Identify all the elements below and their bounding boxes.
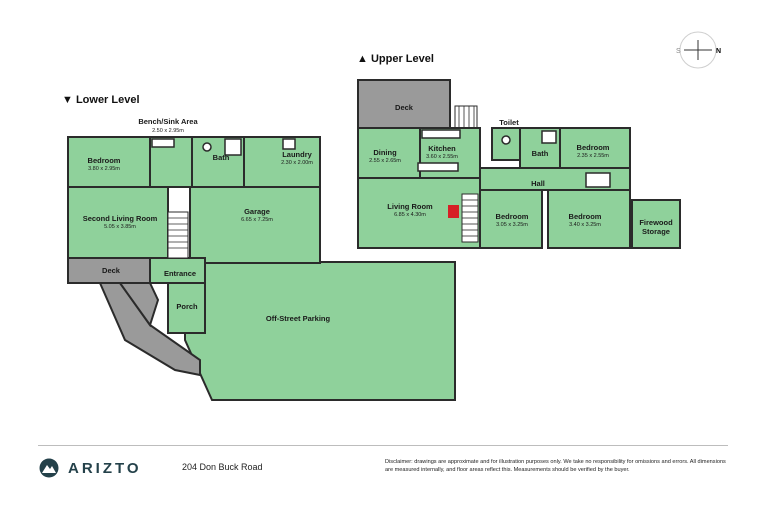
label-kitchen: Kitchen (428, 144, 456, 153)
firewood-storage (631, 199, 681, 249)
kitchen-island (417, 162, 459, 172)
bench-sink (151, 138, 175, 148)
label-garage: Garage (244, 207, 270, 216)
dim-bench-sink-area: 2.50 x 2.95m (152, 128, 184, 134)
laundry-tub (282, 138, 296, 150)
label-upper-bedroom-1: Bedroom (577, 143, 610, 152)
label-upper-deck: Deck (395, 103, 414, 112)
label-living-room: Living Room (387, 202, 433, 211)
lower-shower (224, 138, 242, 156)
compass-icon: N S (676, 31, 721, 69)
second-living-room (67, 186, 169, 259)
label-toilet: Toilet (499, 118, 519, 127)
upper-bedroom-3 (547, 189, 631, 249)
garage (189, 186, 321, 264)
dim-lower-bedroom: 3.80 x 2.95m (88, 166, 120, 172)
label-second-living-room: Second Living Room (83, 214, 158, 223)
mountain-logo-icon (39, 458, 59, 478)
dim-kitchen: 3.60 x 2.55m (426, 154, 458, 160)
hall-shower (585, 172, 611, 188)
upper-bedroom-2 (479, 189, 543, 249)
upper-deck-stairs (454, 105, 478, 129)
brand-logo: ARIZTO (38, 458, 142, 478)
lower-toilet (202, 142, 212, 152)
compass-north: N (716, 48, 721, 55)
dim-dining: 2.55 x 2.65m (369, 158, 401, 164)
upper-stairs (461, 193, 479, 243)
label-lower-bedroom: Bedroom (88, 156, 121, 165)
label-upper-bedroom-2: Bedroom (496, 212, 529, 221)
upper-toilet (501, 135, 511, 145)
label-lower-deck: Deck (102, 266, 121, 275)
compass-south: S (676, 48, 681, 55)
lower-ramp-inner (118, 282, 160, 328)
label-upper-bath: Bath (532, 149, 549, 158)
label-hall: Hall (531, 179, 545, 188)
property-address: 204 Don Buck Road (182, 462, 263, 472)
dim-living-room: 6.85 x 4.30m (394, 212, 426, 218)
dim-upper-bedroom-3: 3.40 x 3.25m (569, 222, 601, 228)
label-firewood: Firewood (639, 218, 673, 227)
porch (167, 282, 206, 334)
label-bench-sink-area: Bench/Sink Area (138, 117, 198, 126)
upper-bath-vanity (541, 130, 557, 144)
label-off-street-parking: Off-Street Parking (266, 314, 331, 323)
brand-name: ARIZTO (68, 459, 142, 477)
dim-laundry: 2.30 x 2.00m (281, 160, 313, 166)
lower-stairs (167, 211, 189, 259)
lower-level-title: ▼ Lower Level (62, 94, 140, 106)
upper-level-title: ▲ Upper Level (357, 53, 434, 65)
dim-upper-bedroom-1: 2.35 x 2.55m (577, 153, 609, 159)
fireplace (448, 205, 459, 218)
kitchen-bench (421, 129, 461, 139)
dim-garage: 6.65 x 7.25m (241, 217, 273, 223)
disclaimer: Disclaimer: drawings are approximate and… (385, 459, 726, 473)
label-upper-bedroom-3: Bedroom (569, 212, 602, 221)
dim-upper-bedroom-2: 3.05 x 3.25m (496, 222, 528, 228)
label-porch: Porch (176, 302, 198, 311)
label-lower-bath: Bath (213, 153, 230, 162)
label-dining: Dining (373, 148, 397, 157)
dim-second-living-room: 5.05 x 3.85m (104, 224, 136, 230)
label-laundry: Laundry (282, 150, 312, 159)
label-entrance: Entrance (164, 269, 196, 278)
living-room (357, 177, 481, 249)
footer-divider (38, 445, 728, 446)
off-street-parking-area (184, 261, 456, 401)
label-storage: Storage (642, 227, 670, 236)
